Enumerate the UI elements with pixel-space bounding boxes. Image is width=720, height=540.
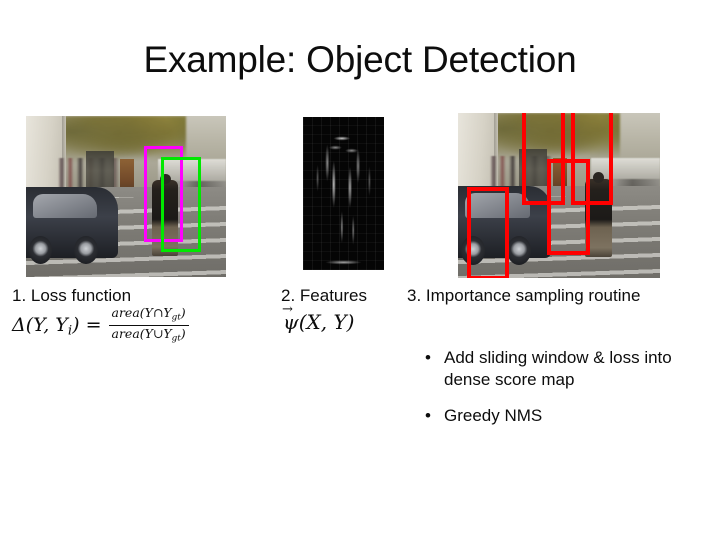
ground-truth-box-green [161,157,201,252]
formula-numerator: area(Y∩Ygt) [111,305,186,323]
scene-suv-wheel [28,235,53,265]
scene-suv [26,186,118,265]
figure-hog-features-image [303,117,384,270]
scene-suv-wheel [460,235,485,265]
page-title: Example: Object Detection [143,39,577,80]
detection-box [547,159,590,255]
features-heading: 2. Features [281,286,367,305]
list-item: • Greedy NMS [419,405,715,427]
psi-vector-symbol: →ψ [282,302,299,334]
figure-ground-truth-image [26,116,226,277]
figure-detections-image [458,113,660,278]
vector-arrow-icon: → [282,302,293,317]
detection-box [467,187,509,278]
formula-lhs-subscript: i [67,323,73,339]
importance-sampling-heading: 3. Importance sampling routine [407,286,641,305]
formula-lhs: Δ(Y, Yi) = [12,313,102,339]
bullet-marker-icon: • [425,406,431,425]
street-scene-graphic [26,116,226,277]
scene-main-pedestrian [152,173,178,257]
scene-suv-wheel [74,235,99,265]
loss-function-heading: 1. Loss function [12,286,132,305]
hog-feature-graphic [303,117,384,270]
bullet-marker-icon: • [425,348,431,367]
feature-map-formula: →ψ(X, Y) [282,302,355,334]
formula-fraction: area(Y∩Ygt) area(Y∪Ygt) [108,305,189,346]
scene-suv-wheel [506,235,531,265]
scene-suv [458,185,551,265]
street-scene-graphic [458,113,660,278]
loss-function-formula: Δ(Y, Yi) = area(Y∩Ygt) area(Y∪Ygt) [12,306,189,346]
formula-arguments: (X, Y) [298,310,355,334]
list-item-label: Greedy NMS [444,406,543,425]
importance-sampling-bullet-list: • Add sliding window & loss into dense s… [419,347,715,441]
formula-denominator: area(Y∪Ygt) [108,325,189,345]
list-item: • Add sliding window & loss into dense s… [419,347,715,391]
list-item-label: Add sliding window & loss into dense sco… [444,348,672,389]
